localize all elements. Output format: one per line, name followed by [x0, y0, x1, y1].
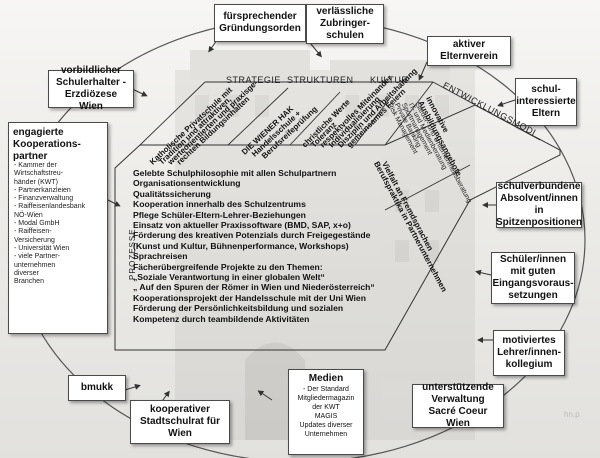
box-bmukk-text: bmukk [80, 382, 114, 393]
prozesse-list: Gelebte Schulphilosophie mit allen Schul… [133, 168, 383, 324]
box-schueler-text: Schüler/innen mit guten Eingangsvoraus-s… [492, 254, 574, 301]
kooperation-item: - Kammer der [14, 162, 57, 169]
medien-item: Updates diverser [299, 422, 353, 429]
prozesse-item: „ Auf den Spuren der Römer in Wien und N… [133, 282, 375, 293]
prozesse-item: Sprachreisen [133, 251, 188, 262]
box-zubringerschulen-text: verlässliche Zubringer-schulen [316, 6, 374, 41]
prozesse-item: Pflege Schüler-Eltern-Lehrer-Beziehungen [133, 209, 306, 220]
box-kooperationspartner: engagierte Kooperations-partner [8, 122, 108, 334]
prozesse-item: Gelebte Schulphilosophie mit allen Schul… [133, 168, 337, 178]
kooperation-item: - Universität Wien [14, 244, 70, 252]
header-kultur: KULTUR [370, 75, 409, 85]
prozesse-item: Kooperationsprojekt der Handelsschule mi… [133, 292, 366, 303]
prozesse-item: Kooperation innerhalb des Schulzentrums [133, 199, 306, 210]
kooperation-item: diverser [14, 269, 39, 277]
box-lehrerkollegium: motiviertes Lehrer/innen-kollegium [493, 330, 565, 376]
medien-item: der KWT [312, 404, 340, 411]
medien-item: - Der Standard [303, 386, 349, 393]
kooperation-item: - Raiffeisenlandesbank [14, 203, 86, 211]
process-chevron [114, 104, 561, 351]
watermark: hn.p [564, 410, 580, 419]
kooperation-item: Versicherung [14, 236, 55, 244]
box-verwaltung: unterstützende Verwaltung Sacré Coeur Wi… [412, 382, 504, 429]
kooperation-item: händer (KWT) [14, 178, 58, 186]
box-bmukk: bmukk [68, 375, 126, 401]
prozesse-item: Einsatz von aktueller Praxissoftware (BM… [133, 220, 351, 231]
kooperation-item: - viele Partner- [14, 253, 60, 261]
kooperation-item: unternehmen [14, 261, 56, 269]
medien-item: Mitgliedermagazin [297, 395, 355, 402]
kooperation-item: Wirtschaftstreu- [14, 170, 64, 178]
medien-item: MAGIS [314, 413, 338, 420]
box-schulinteressierte-eltern-text: schul-interessierte Eltern [516, 84, 576, 119]
diagonal-separators [139, 81, 541, 211]
box-gruendungsorden: fürsprechender Gründungsorden [214, 4, 306, 42]
box-schulinteressierte-eltern: schul-interessierte Eltern [515, 78, 577, 126]
prozesse-item: Organisationsentwicklung [133, 178, 241, 189]
kooperation-item: - Finanzverwaltung [14, 195, 74, 203]
header-strategie: STRATEGIE [226, 75, 281, 85]
box-lehrerkollegium-text: motiviertes Lehrer/innen-kollegium [497, 335, 561, 370]
box-schueler: Schüler/innen mit guten Eingangsvoraus-s… [491, 252, 575, 304]
prozesse-item: Qualitätssicherung [133, 188, 211, 199]
prozesse-item: Fächerübergreifende Projekte zu den Them… [133, 261, 323, 272]
kooperation-item: - Raiffeisen- [14, 228, 52, 236]
header-strukturen: STRUKTUREN [287, 75, 354, 85]
box-elternverein-text: aktiver Elternverein [440, 39, 498, 62]
kooperation-item: - Modal GmbH [14, 220, 60, 228]
kooperation-list: - Kammer der Wirtschaftstreu- händer (KW… [14, 162, 106, 286]
box-absolventen: schulverbundene Absolvent/innen in Spitz… [495, 181, 583, 228]
box-schulerhalter: vorbildlicher Schulerhalter - Erzdiözese… [48, 65, 134, 112]
box-verwaltung-text: unterstützende Verwaltung Sacré Coeur Wi… [422, 382, 494, 429]
prozesse-item: Förderung des kreativen Potenzials durch… [133, 230, 371, 241]
kooperation-item: Branchen [14, 278, 44, 286]
box-zubringerschulen: verlässliche Zubringer-schulen [306, 4, 384, 44]
prozesse-item: Förderung der Persönlichkeitsbildung und… [133, 303, 344, 314]
box-gruendungsorden-text: fürsprechender Gründungsorden [219, 11, 301, 34]
box-stadtschulrat-text: kooperativer Stadtschulrat für Wien [139, 404, 220, 439]
kooperation-title: engagierte Kooperations-partner [13, 127, 81, 162]
kooperation-item: - Partnerkanzleien [14, 186, 71, 194]
prozesse-item: (Kunst und Kultur, Bühnenperformance, Wo… [133, 240, 349, 251]
box-stadtschulrat: kooperativer Stadtschulrat für Wien [130, 400, 230, 444]
medien-title: Medien [308, 373, 344, 384]
box-elternverein: aktiver Elternverein [427, 36, 511, 66]
kooperation-item: NÖ-Wien [14, 211, 43, 219]
box-absolventen-text: schulverbundene Absolvent/innen in Spitz… [495, 181, 583, 228]
prozesse-item: „Soziale Verantwortung in einer globalen… [133, 272, 325, 283]
box-schulerhalter-text: vorbildlicher Schulerhalter - Erzdiözese… [55, 65, 127, 112]
medien-item: Unternehmen [304, 431, 348, 438]
prozesse-item: Kompetenz durch teambildende Aktivitäten [133, 313, 310, 324]
